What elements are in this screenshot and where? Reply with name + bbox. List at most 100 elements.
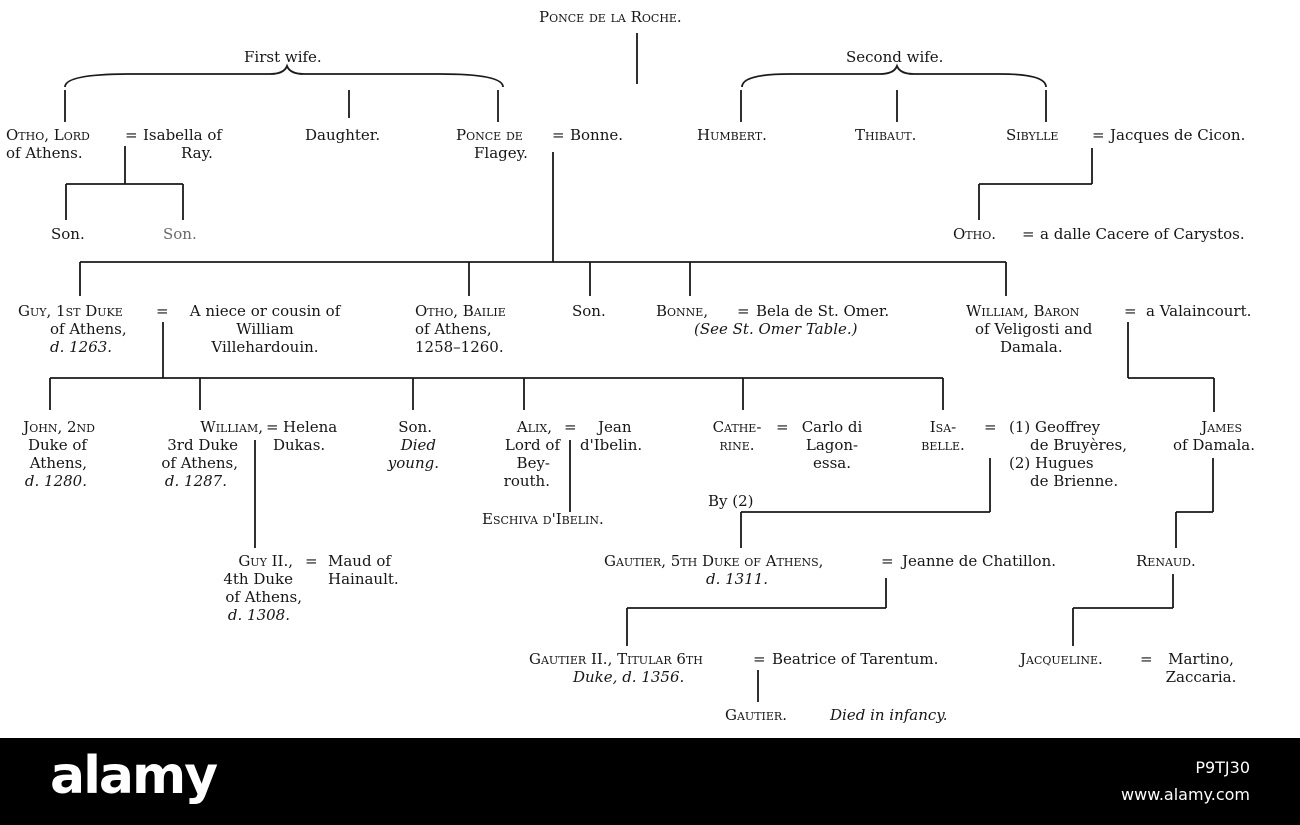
alix-line4: routh. xyxy=(503,472,550,490)
jeanne-de-chatillon: Jeanne de Chatillon. xyxy=(902,552,1057,570)
alix-line2: Lord of xyxy=(504,436,560,454)
marriage-sign: = xyxy=(881,552,894,570)
william-third-duke-death: d. 1287. xyxy=(164,472,227,490)
son-of-ponce: Son. xyxy=(572,302,606,320)
martino-zaccaria: Martino, xyxy=(1168,650,1234,668)
guy-ii-line2: 4th Duke xyxy=(223,570,293,588)
jacques-de-cicon: Jacques de Cicon. xyxy=(1110,126,1246,144)
william-third-duke: William, xyxy=(200,418,263,436)
beatrice-of-tarentum: Beatrice of Tarentum. xyxy=(772,650,939,668)
john-second-duke-line3: Athens, xyxy=(29,454,87,472)
son-died-young: Son. xyxy=(398,418,432,436)
watermark-band: alamy P9TJ30 www.alamy.com xyxy=(0,738,1300,825)
catherine: Cathe- xyxy=(712,418,762,436)
william-baron-line2: of Veligosti and xyxy=(975,320,1093,338)
hugues-de-brienne-line2: de Brienne. xyxy=(1030,472,1119,490)
carlo-di-lagonessa-line3: essa. xyxy=(813,454,851,472)
marriage-sign: = xyxy=(1022,225,1035,243)
otho-lord-athens: Otho, Lord xyxy=(6,126,90,144)
gautier-ii-titular-duke: Gautier II., Titular 6th xyxy=(529,650,703,668)
isabelle: Isa- xyxy=(929,418,957,436)
marriage-sign: = xyxy=(564,418,577,436)
helena-dukas-line2: Dukas. xyxy=(273,436,326,454)
marriage-sign: = xyxy=(305,552,318,570)
william-baron-line3: Damala. xyxy=(1000,338,1063,356)
humbert: Humbert. xyxy=(697,126,767,144)
gautier-died-infancy: Gautier. xyxy=(725,706,787,724)
catherine-line2: rine. xyxy=(719,436,755,454)
carlo-di-lagonessa-line2: Lagon- xyxy=(805,436,859,454)
william-baron: William, Baron xyxy=(966,302,1080,320)
sibylle: Sibylle xyxy=(1006,126,1059,144)
valaincourt: a Valaincourt. xyxy=(1146,302,1252,320)
otho-bailie-line2: of Athens, xyxy=(415,320,492,338)
second-wife-label: Second wife. xyxy=(846,48,944,66)
john-second-duke-line2: Duke of xyxy=(27,436,87,454)
marriage-sign: = xyxy=(984,418,997,436)
watermark-url: www.alamy.com xyxy=(1121,785,1250,804)
see-st-omer-table: (See St. Omer Table.) xyxy=(694,320,858,338)
alamy-logo: alamy xyxy=(50,746,218,806)
guy-first-duke-line2: of Athens, xyxy=(50,320,127,338)
william-third-duke-line3: of Athens, xyxy=(161,454,238,472)
helena-dukas: Helena xyxy=(283,418,338,436)
guy-first-duke: Guy, 1st Duke xyxy=(18,302,123,320)
marriage-sign: = xyxy=(266,418,279,436)
tree-connectors xyxy=(49,33,1215,702)
john-second-duke: John, 2nd xyxy=(23,418,95,436)
guy-ii-fourth-duke: Guy II., xyxy=(238,552,293,570)
james-of-damala-line2: of Damala. xyxy=(1173,436,1255,454)
ponce-de-flagey: Ponce de xyxy=(456,126,523,144)
niece-of-villehardouin-line3: Villehardouin. xyxy=(211,338,319,356)
marriage-sign: = xyxy=(737,302,750,320)
isabella-of-ray-line2: Ray. xyxy=(181,144,213,162)
martino-zaccaria-line2: Zaccaria. xyxy=(1165,668,1237,686)
alix-line3: Bey- xyxy=(516,454,550,472)
marriage-sign: = xyxy=(156,302,169,320)
ponce-de-flagey-line2: Flagey. xyxy=(474,144,528,162)
otho-lord-athens-line2: of Athens. xyxy=(6,144,83,162)
bonne: Bonne. xyxy=(570,126,624,144)
marriage-sign: = xyxy=(552,126,565,144)
marriage-sign: = xyxy=(1124,302,1137,320)
isabelle-line2: belle. xyxy=(921,436,965,454)
isabella-of-ray: Isabella of xyxy=(143,126,222,144)
gautier-ii-line2: Duke, d. 1356. xyxy=(573,668,685,686)
niece-of-villehardouin: A niece or cousin of xyxy=(189,302,341,320)
maud-of-hainault: Maud of xyxy=(328,552,391,570)
bonne-de-la-roche: Bonne, xyxy=(656,302,709,320)
jacqueline: Jacqueline. xyxy=(1020,650,1103,668)
root-name: Ponce de la Roche. xyxy=(539,8,682,26)
john-second-duke-death: d. 1280. xyxy=(24,472,87,490)
image-id: P9TJ30 xyxy=(1195,758,1250,777)
otho-son-of-sibylle: Otho. xyxy=(953,225,997,243)
died-in-infancy: Died in infancy. xyxy=(830,706,948,724)
otho-bailie-years: 1258–1260. xyxy=(415,338,504,356)
james-of-damala: James xyxy=(1201,418,1242,436)
niece-of-villehardouin-line2: William xyxy=(236,320,294,338)
carlo-di-lagonessa: Carlo di xyxy=(801,418,863,436)
marriage-sign: = xyxy=(776,418,789,436)
marriage-sign: = xyxy=(1140,650,1153,668)
first-wife-brace xyxy=(64,63,504,88)
gautier-fifth-duke: Gautier, 5th Duke of Athens, xyxy=(604,552,824,570)
maud-of-hainault-line2: Hainault. xyxy=(328,570,399,588)
son-died-young-line3: young. xyxy=(387,454,439,472)
marriage-sign: = xyxy=(753,650,766,668)
otho-bailie: Otho, Bailie xyxy=(415,302,506,320)
by-second-marriage: By (2) xyxy=(708,492,754,510)
son-died-young-line2: Died xyxy=(400,436,436,454)
son-of-otho: Son. xyxy=(163,225,197,243)
hugues-de-brienne: (2) Hugues xyxy=(1009,454,1094,472)
guy-ii-line3: of Athens, xyxy=(225,588,302,606)
dalle-cacere: a dalle Cacere of Carystos. xyxy=(1040,225,1245,243)
geoffrey-de-bruyeres-line2: de Bruyères, xyxy=(1030,436,1127,454)
thibaut: Thibaut. xyxy=(855,126,917,144)
william-third-duke-line2: 3rd Duke xyxy=(167,436,238,454)
jean-d-ibelin: Jean xyxy=(598,418,632,436)
alix-lord-of-beyrouth: Alix, xyxy=(516,418,552,436)
marriage-sign: = xyxy=(125,126,138,144)
marriage-sign: = xyxy=(1092,126,1105,144)
jean-d-ibelin-line2: d'Ibelin. xyxy=(580,436,643,454)
guy-first-duke-death: d. 1263. xyxy=(50,338,113,356)
